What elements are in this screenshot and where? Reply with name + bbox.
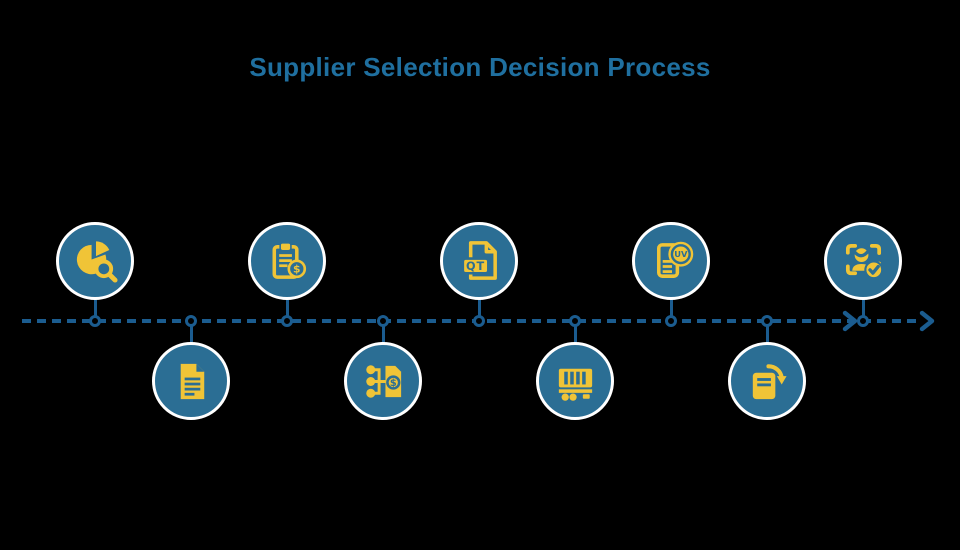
- step-3-circle: $: [248, 222, 326, 300]
- quotation-file-icon: QT: [461, 240, 497, 280]
- qt-badge-text: QT: [465, 259, 484, 272]
- flow-merge-price-document-icon: $: [365, 364, 401, 398]
- step-9-node: [857, 315, 869, 327]
- step-4-connector: [381, 321, 385, 344]
- step-2-connector: [189, 321, 193, 344]
- step-5-circle: QT: [440, 222, 518, 300]
- supplier-approved-icon: [845, 243, 883, 279]
- step-2-node: [185, 315, 197, 327]
- step-3-node: [281, 315, 293, 327]
- timeline-arrowhead-mid-icon: [842, 310, 858, 332]
- clipboard-dollar-icon: $: [272, 241, 306, 279]
- step-4-node: [377, 315, 389, 327]
- step-8-node: [761, 315, 773, 327]
- step-1-circle: [56, 222, 134, 300]
- timeline-arrowhead-end-icon: [919, 310, 935, 332]
- uv-badge-text: UV: [674, 249, 688, 259]
- step-6-circle: [536, 342, 614, 420]
- document-revision-arrow-icon: [752, 363, 787, 399]
- step-3-connector: [285, 298, 289, 321]
- step-5-connector: [477, 298, 481, 321]
- arrow-chevron: [842, 310, 858, 332]
- timeline-dashed-line: [22, 319, 920, 323]
- cargo-container-icon: [558, 368, 592, 401]
- step-6-node: [569, 315, 581, 327]
- step-9-connector: [861, 298, 865, 321]
- svg-text:$: $: [293, 262, 301, 275]
- step-7-connector: [669, 298, 673, 321]
- pie-chart-magnifier-icon: [76, 240, 118, 283]
- document-icon: [180, 363, 204, 399]
- uv-review-document-icon: UV: [656, 241, 693, 278]
- step-8-connector: [765, 321, 769, 344]
- page-title: Supplier Selection Decision Process: [249, 52, 711, 82]
- step-6-connector: [573, 321, 577, 344]
- step-8-circle: [728, 342, 806, 420]
- step-1-node: [89, 315, 101, 327]
- step-1-connector: [93, 298, 97, 321]
- svg-text:$: $: [389, 378, 396, 389]
- arrow-chevron: [919, 310, 935, 332]
- step-7-node: [665, 315, 677, 327]
- step-2-circle: [152, 342, 230, 420]
- step-4-circle: $: [344, 342, 422, 420]
- step-5-node: [473, 315, 485, 327]
- step-7-circle: UV: [632, 222, 710, 300]
- step-9-circle: [824, 222, 902, 300]
